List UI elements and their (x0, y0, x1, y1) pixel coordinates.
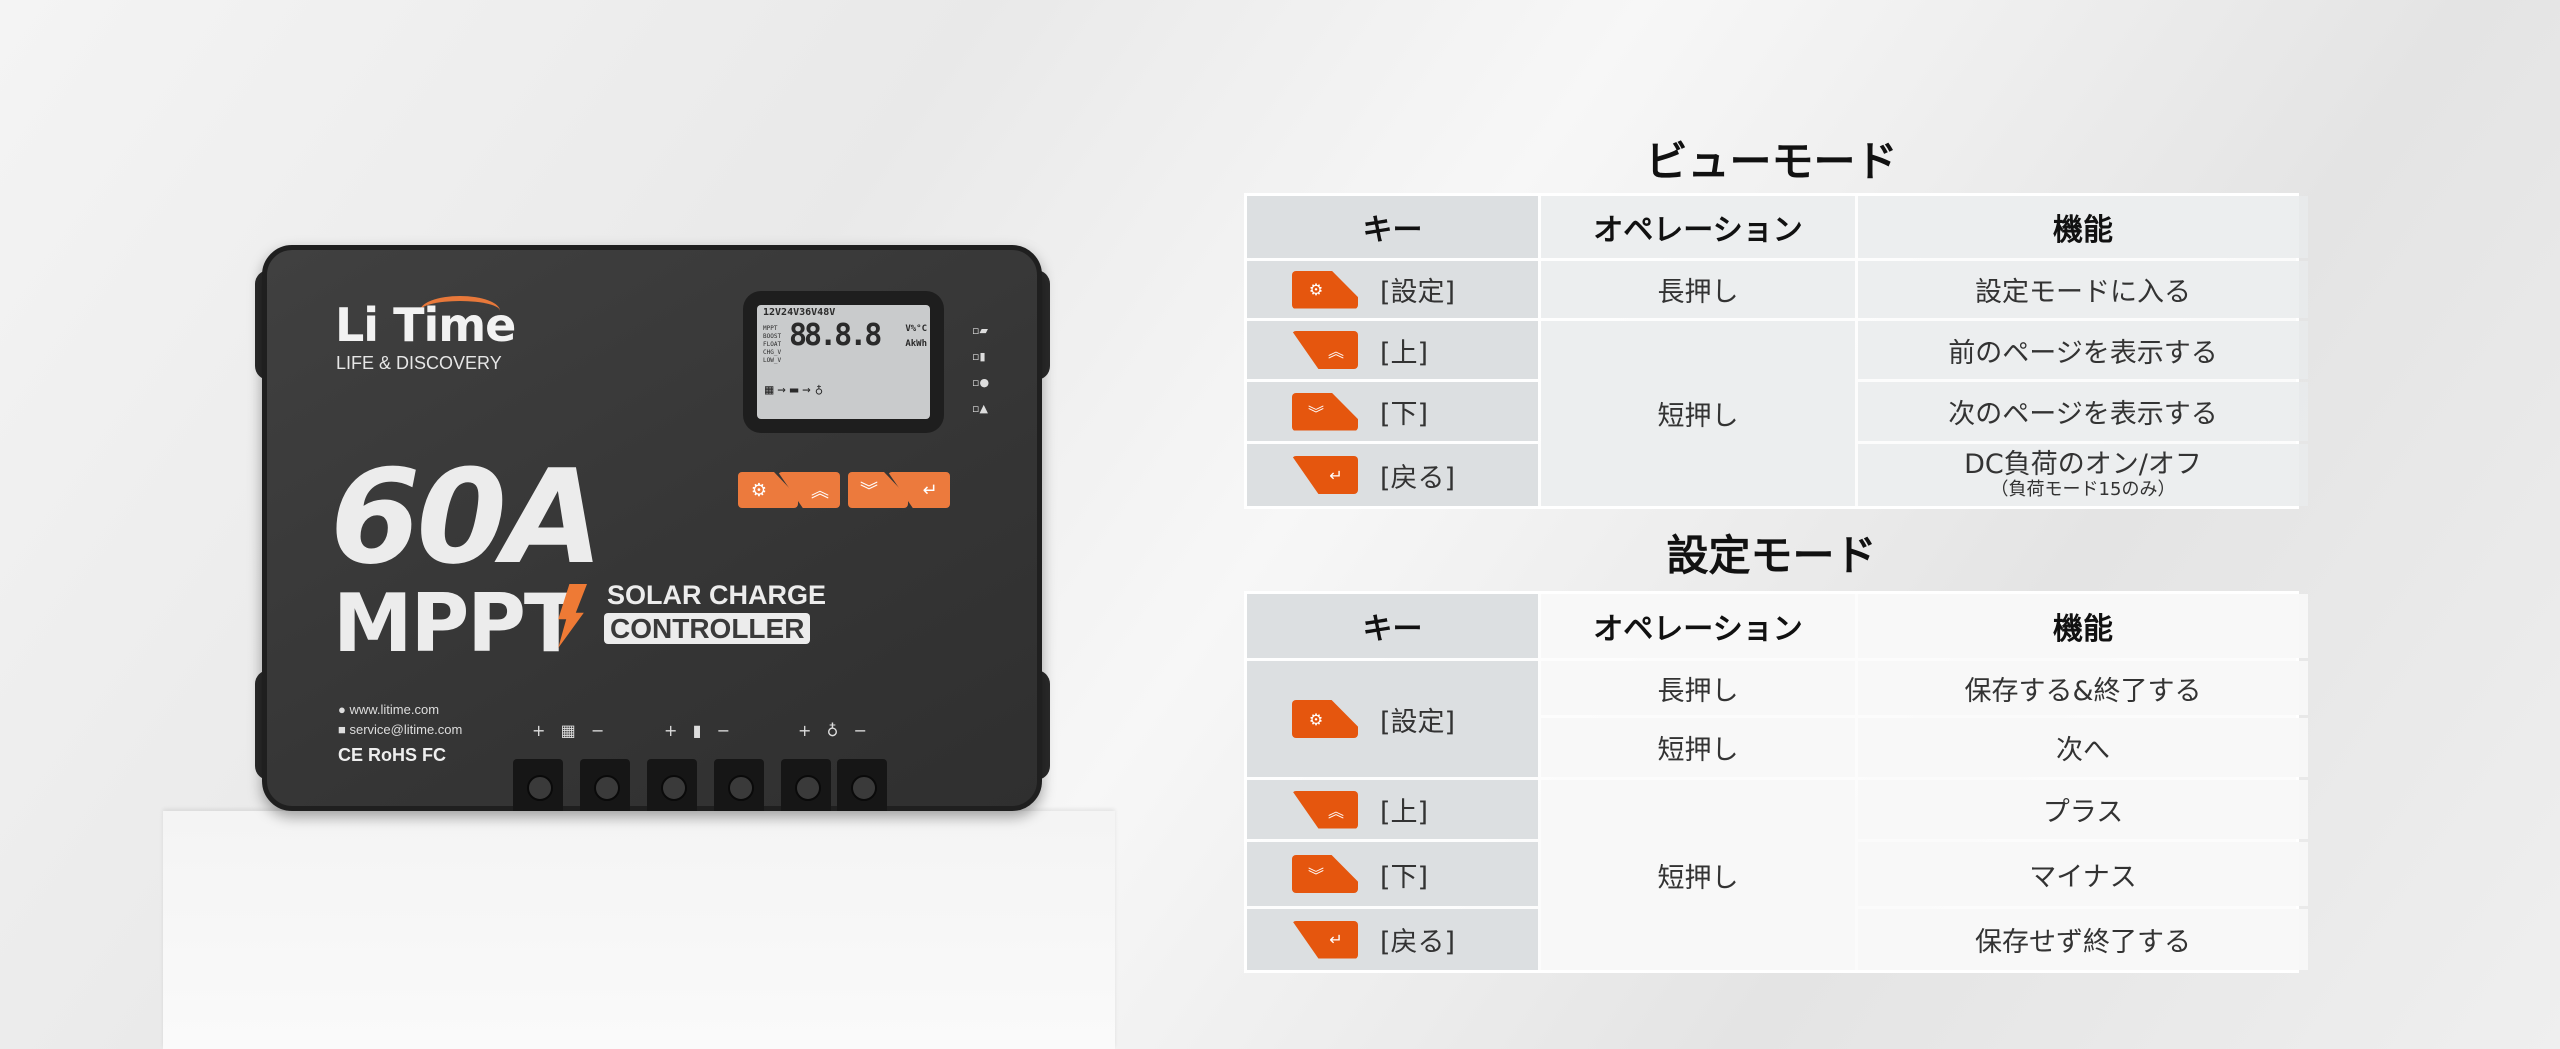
function-cell: 次へ (1858, 718, 2308, 777)
key-settings: ⚙ [設定] (1247, 661, 1538, 777)
battery-led-icon: ▫▮ (972, 350, 986, 363)
lcd-mode: CHG_V (763, 349, 782, 356)
terminal (647, 759, 697, 811)
load-led-icon: ▫● (972, 376, 990, 389)
brand-tagline: LIFE & DISCOVERY (336, 353, 502, 373)
terminal (714, 759, 764, 811)
function-cell: DC負荷のオン/オフ（負荷モード15のみ） (1858, 444, 2308, 506)
key-label: [上] (1380, 337, 1429, 369)
warning-led-icon: ▫▲ (972, 402, 988, 415)
view-mode-table: キー オペレーション 機能 ⚙ [設定] 長押し 設定モードに入る ︽ [上] 短押… (1244, 193, 2308, 509)
setting-mode-title: 設定モード (1666, 531, 1877, 580)
key-back: ↵ [戻る] (1247, 444, 1538, 506)
lcd-units: AkWh (905, 339, 927, 349)
function-cell: 設定モードに入る (1858, 261, 2308, 318)
function-cell: マイナス (1858, 842, 2308, 906)
operation-long-press: 長押し (1541, 261, 1855, 318)
double-chevron-down-icon: ︾ (860, 481, 878, 502)
key-label: [下] (1380, 861, 1429, 893)
operation-long-press: 長押し (1541, 661, 1855, 715)
lcd-display: 12V24V36V48V MPPT BOOST FLOAT CHG_V LOW_… (743, 291, 944, 433)
key-label: [戻る] (1380, 927, 1456, 958)
key-down: ︾ [下] (1247, 842, 1538, 906)
pedestal (163, 811, 1115, 1049)
operation-short-press: 短押し (1541, 780, 1855, 970)
lcd-mode: BOOST (763, 333, 782, 340)
lcd-flow-icons: ▦→▬→♁ (765, 382, 828, 398)
function-cell: 保存する&終了する (1858, 661, 2308, 715)
key-label: [戻る] (1380, 462, 1456, 494)
header-operation: オペレーション (1541, 196, 1855, 258)
header-key: キー (1247, 196, 1538, 258)
return-icon: ↵ (1292, 456, 1358, 494)
double-chevron-up-icon: ︽ (811, 481, 829, 502)
status-leds: ▫▰ ▫▮ ▫● ▫▲ (972, 318, 989, 422)
header-operation: オペレーション (1541, 594, 1855, 658)
key-label: [上] (1380, 797, 1429, 828)
function-note: （負荷モード15のみ） (1990, 479, 2176, 500)
function-cell: 前のページを表示する (1858, 321, 2308, 379)
function-cell: 次のページを表示する (1858, 382, 2308, 441)
website: ● www.litime.com (338, 702, 440, 717)
function-cell: プラス (1858, 780, 2308, 839)
logo-arc (420, 296, 500, 326)
terminal-marks-load: + ♁ − (798, 721, 868, 740)
gear-icon: ⚙ (750, 479, 768, 501)
lcd-modes: MPPT BOOST FLOAT CHG_V LOW_V (763, 325, 781, 365)
terminal (837, 759, 887, 811)
key-up: ︽ [上] (1247, 780, 1538, 839)
key-label: [設定] (1380, 277, 1456, 308)
return-icon: ↵ (922, 479, 938, 501)
subtitle-controller: CONTROLLER (604, 613, 811, 645)
key-down: ︾ [下] (1247, 382, 1538, 441)
double-chevron-up-icon: ︽ (1292, 790, 1358, 829)
email-text: service@litime.com (349, 722, 463, 737)
gear-icon: ⚙ (1292, 270, 1358, 309)
terminal (781, 759, 831, 811)
certifications: CE RoHS FC (338, 745, 446, 765)
lcd-units: V%°C (905, 324, 927, 334)
header-function: 機能 (1858, 594, 2308, 658)
key-settings: ⚙ [設定] (1247, 261, 1538, 318)
setting-mode-table: キー オペレーション 機能 ⚙ [設定] 長押し 保存する&終了する 短押し 次へ… (1244, 591, 2308, 973)
double-chevron-down-icon: ︾ (1292, 855, 1358, 893)
terminal (513, 759, 563, 811)
lcd-voltage-row: 12V24V36V48V (763, 307, 836, 318)
subtitle-solar-charge: SOLAR CHARGE (607, 580, 827, 610)
type-label: MPPT (333, 577, 578, 670)
key-up: ︽ [上] (1247, 321, 1538, 379)
view-mode-title: ビューモード (1645, 137, 1898, 186)
key-label: [設定] (1380, 706, 1456, 738)
key-back: ↵ [戻る] (1247, 909, 1538, 970)
lcd-mode: LOW_V (763, 357, 782, 364)
terminal-marks-solar: + ▦ − (532, 721, 605, 740)
double-chevron-down-icon: ︾ (1292, 392, 1358, 431)
lcd-digits: 88.8.8 (789, 318, 882, 353)
header-function: 機能 (1858, 196, 2308, 258)
website-text: www.litime.com (349, 702, 440, 717)
key-label: [下] (1380, 399, 1429, 430)
gear-icon: ⚙ (1292, 700, 1358, 738)
double-chevron-up-icon: ︽ (1292, 331, 1358, 369)
function-cell: 保存せず終了する (1858, 909, 2308, 970)
terminal-marks-battery: + ▮ − (664, 721, 731, 740)
function-text: DC負荷のオン/オフ (1964, 449, 2202, 480)
return-icon: ↵ (1292, 920, 1358, 959)
solar-led-icon: ▫▰ (972, 324, 988, 337)
operation-short-press: 短押し (1541, 718, 1855, 777)
email: ■ service@litime.com (338, 722, 463, 737)
header-key: キー (1247, 594, 1538, 658)
lcd-mode: MPPT (763, 325, 778, 332)
terminal (580, 759, 630, 811)
rating-label: 60A (330, 441, 604, 593)
brand-logo: Li Time (335, 298, 516, 352)
operation-short-press: 短押し (1541, 321, 1855, 506)
lcd-mode: FLOAT (763, 341, 782, 348)
